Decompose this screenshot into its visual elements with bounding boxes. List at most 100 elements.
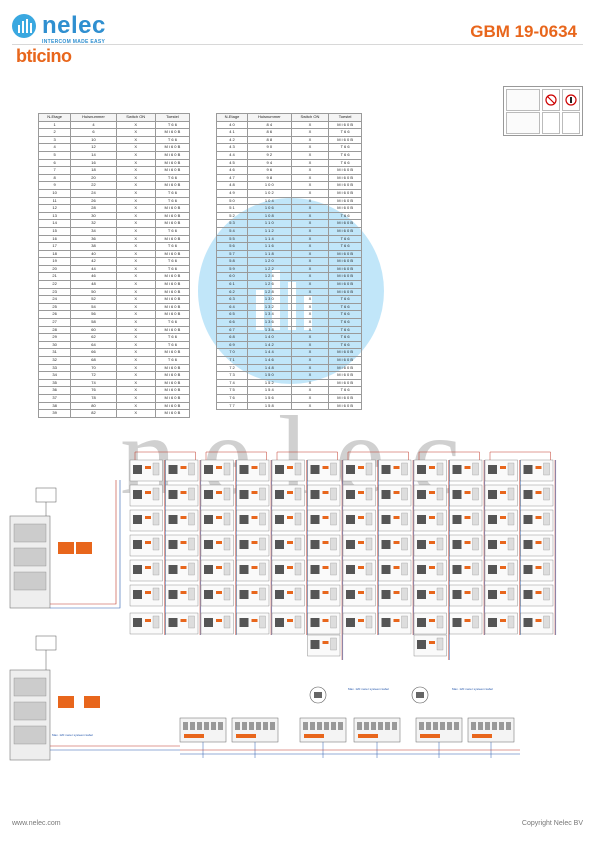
nelec-tagline: INTERCOM MADE EASY xyxy=(42,39,106,45)
table-cell: X xyxy=(290,264,330,274)
table-cell: M i 6 0 B xyxy=(328,219,362,228)
table-cell: X xyxy=(290,226,330,236)
table-cell: X xyxy=(115,264,156,274)
apartment-station xyxy=(307,612,341,635)
apartment-station xyxy=(236,484,270,507)
table-cell: 6 3 xyxy=(216,295,248,304)
bus-distribution-module xyxy=(467,717,515,758)
table-cell: 6 2 xyxy=(216,287,248,297)
apartment-station xyxy=(413,584,447,607)
table-cell: 8 6 xyxy=(247,128,292,137)
apartment-station xyxy=(342,484,376,507)
table-cell: T 6 6 xyxy=(154,333,191,342)
table-cell: 26 xyxy=(37,310,72,320)
table-cell: 9 6 xyxy=(247,166,292,175)
table-header: Huisnummer xyxy=(247,113,292,122)
table-cell: X xyxy=(115,333,156,342)
table-cell: M i 6 0 B xyxy=(154,371,191,380)
table-cell: M i 6 0 B xyxy=(154,204,191,213)
apartment-station xyxy=(449,459,483,482)
table-cell: M i 6 0 B xyxy=(154,295,191,304)
apartment-station xyxy=(413,459,447,482)
apartment-station xyxy=(129,534,163,557)
table-cell: T 6 6 xyxy=(328,242,362,251)
table-cell: 35 xyxy=(37,378,72,388)
table-cell: 30 xyxy=(70,211,117,221)
apartment-station xyxy=(165,459,199,482)
table-cell: 32 xyxy=(70,219,117,228)
apartment-station xyxy=(520,484,554,507)
table-cell: 1 3 0 xyxy=(247,295,292,304)
table-cell: 42 xyxy=(70,257,117,266)
table-cell: X xyxy=(290,242,330,251)
table-cell: X xyxy=(115,249,156,259)
apartment-station xyxy=(378,509,412,532)
bus-distribution-module xyxy=(299,717,347,758)
table-cell: 62 xyxy=(70,333,117,342)
table-cell: 46 xyxy=(70,272,117,282)
table-cell: 1 0 2 xyxy=(247,188,292,198)
table-cell: 8 xyxy=(37,173,72,183)
table-cell: X xyxy=(290,219,330,228)
table-cell: M i 6 0 B xyxy=(154,249,191,259)
table-cell: 6 5 xyxy=(216,310,248,320)
apartment-station xyxy=(413,634,447,657)
table-cell: 7 7 xyxy=(216,401,248,411)
apartment-station xyxy=(342,534,376,557)
table-cell: 9 8 xyxy=(247,173,292,183)
table-cell: X xyxy=(290,128,330,137)
apartment-station xyxy=(484,584,518,607)
table-cell: 1 4 0 xyxy=(247,333,292,342)
table-cell: 32 xyxy=(37,356,72,365)
table-cell: 4 4 xyxy=(216,150,248,160)
table-cell: 5 3 xyxy=(216,219,248,228)
footer-website[interactable]: www.nelec.com xyxy=(12,820,61,827)
table-cell: 17 xyxy=(37,242,72,251)
no-symbol-icon xyxy=(542,89,560,111)
apartment-station xyxy=(342,459,376,482)
table-cell: 3 xyxy=(37,135,72,145)
nelec-logo-icon xyxy=(12,14,36,38)
table-cell: 16 xyxy=(37,234,72,244)
table-cell: M i 6 0 B xyxy=(154,150,191,160)
table-cell: 1 5 0 xyxy=(247,371,292,380)
table-cell: X xyxy=(115,257,156,266)
table-cell: 38 xyxy=(37,401,72,411)
table-cell: X xyxy=(290,378,330,388)
table-cell: X xyxy=(290,348,330,357)
table-cell: M i 6 0 B xyxy=(328,166,362,175)
table-cell: 7 2 xyxy=(216,363,248,373)
table-cell: X xyxy=(290,310,330,320)
table-cell: M i 6 0 B xyxy=(154,128,191,137)
table-cell: 6 9 xyxy=(216,340,248,350)
apartment-station xyxy=(129,484,163,507)
table-cell: M i 6 0 B xyxy=(328,287,362,297)
apartment-station xyxy=(165,612,199,635)
table-cell: T 6 6 xyxy=(154,318,191,327)
table-cell: M i 6 0 B xyxy=(154,272,191,282)
table-cell: 1 3 8 xyxy=(247,325,292,335)
table-cell: 5 9 xyxy=(216,264,248,274)
footer-copyright: Copyright Nelec BV xyxy=(521,820,583,827)
table-cell: X xyxy=(115,173,156,183)
apartment-station xyxy=(342,559,376,582)
